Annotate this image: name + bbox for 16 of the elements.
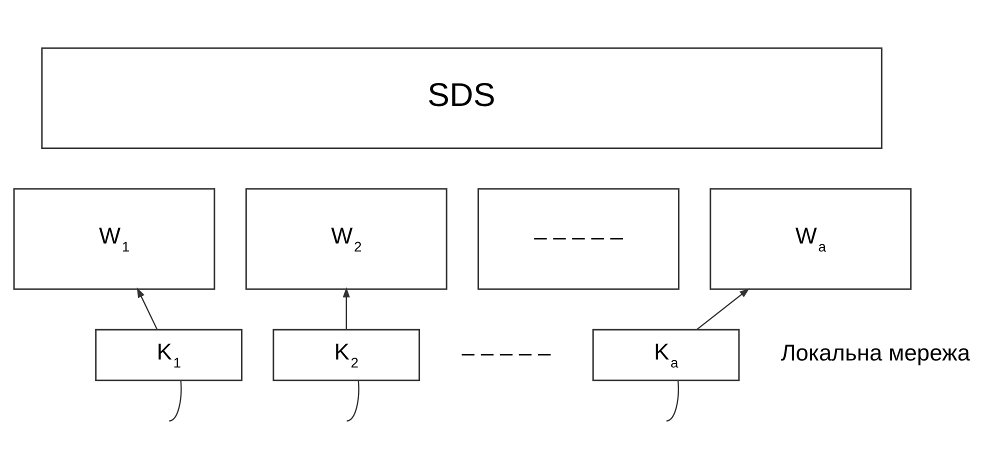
node-box: K$_{a}$ <box>592 328 740 381</box>
node-box: W$_{a}$ <box>710 188 912 290</box>
node-box: K$_{2}$ <box>272 328 420 381</box>
connector <box>346 380 360 422</box>
node-box: SDS <box>41 46 882 149</box>
node-box: W$_{2}$ <box>245 188 448 290</box>
arrow <box>696 288 750 330</box>
label: Локальна мережа <box>780 339 970 366</box>
connector <box>666 380 680 422</box>
arrow <box>136 286 158 329</box>
arrow <box>342 286 350 329</box>
label: – – – – – <box>462 339 551 366</box>
node-box: W$_{1}$ <box>13 188 216 290</box>
connector <box>169 380 182 422</box>
node-box: K$_{1}$ <box>95 328 242 381</box>
node-box: – – – – – <box>478 188 680 290</box>
